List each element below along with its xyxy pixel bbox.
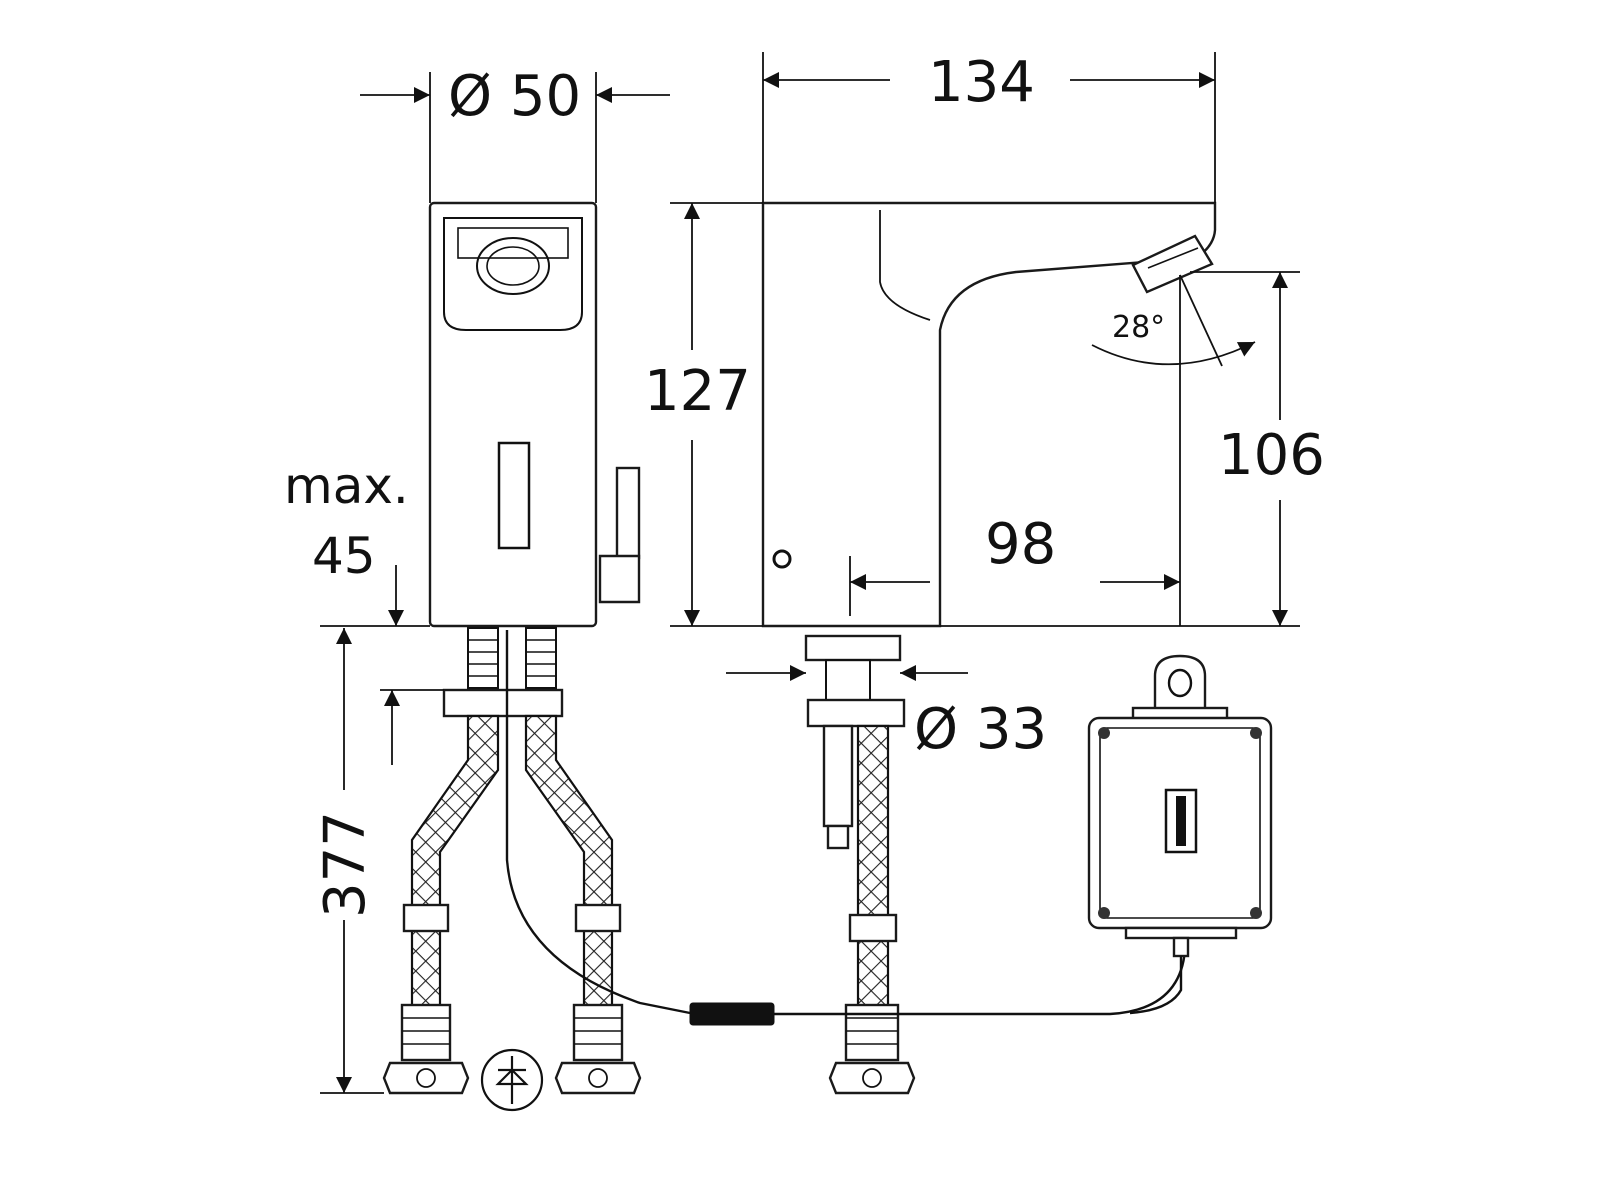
hose-fitting-left: [400, 1003, 452, 1062]
sensor-dot: [772, 549, 792, 569]
hose-fitting-right: [572, 1003, 624, 1062]
side-lever: [615, 466, 641, 560]
electronic-control-box: [1087, 654, 1273, 1015]
label-faucet-height: 127: [644, 359, 751, 424]
sensor-cable: [505, 630, 691, 1015]
label-diameter-33: Ø 33: [914, 697, 1047, 762]
inlet-nipple-right: [525, 627, 557, 689]
label-sensor-outlet: 98: [985, 512, 1056, 577]
label-max: max.: [284, 457, 409, 515]
mounting-plate: [442, 688, 564, 718]
hex-nut-left: [382, 1061, 470, 1095]
label-max-value: 45: [312, 527, 376, 585]
dimension-lines: [320, 52, 1300, 1094]
hose-left: [410, 714, 500, 1012]
hex-nut-right: [554, 1061, 642, 1095]
front-body: [428, 201, 598, 628]
side-view: [761, 201, 1217, 1095]
side-body: [761, 201, 1217, 628]
label-diameter-50: Ø 50: [448, 64, 581, 129]
inlet-nipple-left: [467, 627, 499, 689]
fixing-stud: [804, 634, 902, 662]
indicator-slot: [497, 441, 531, 550]
label-hose-length: 377: [313, 811, 378, 918]
threaded-rod: [822, 724, 854, 828]
label-spout-length: 134: [928, 50, 1035, 115]
sensor-window: [443, 217, 583, 331]
outlet-aerator: [476, 237, 550, 295]
cable-connector: [689, 949, 1187, 1026]
hose-right: [524, 714, 614, 1012]
label-spout-angle: 28°: [1112, 310, 1165, 345]
control-box-indicator: [1164, 788, 1198, 854]
hose-side: [856, 724, 890, 1012]
check-valve-symbol: [480, 1048, 544, 1112]
label-outlet-height: 106: [1218, 423, 1325, 488]
hex-nut-side: [828, 1061, 916, 1095]
front-view: [382, 201, 691, 1095]
